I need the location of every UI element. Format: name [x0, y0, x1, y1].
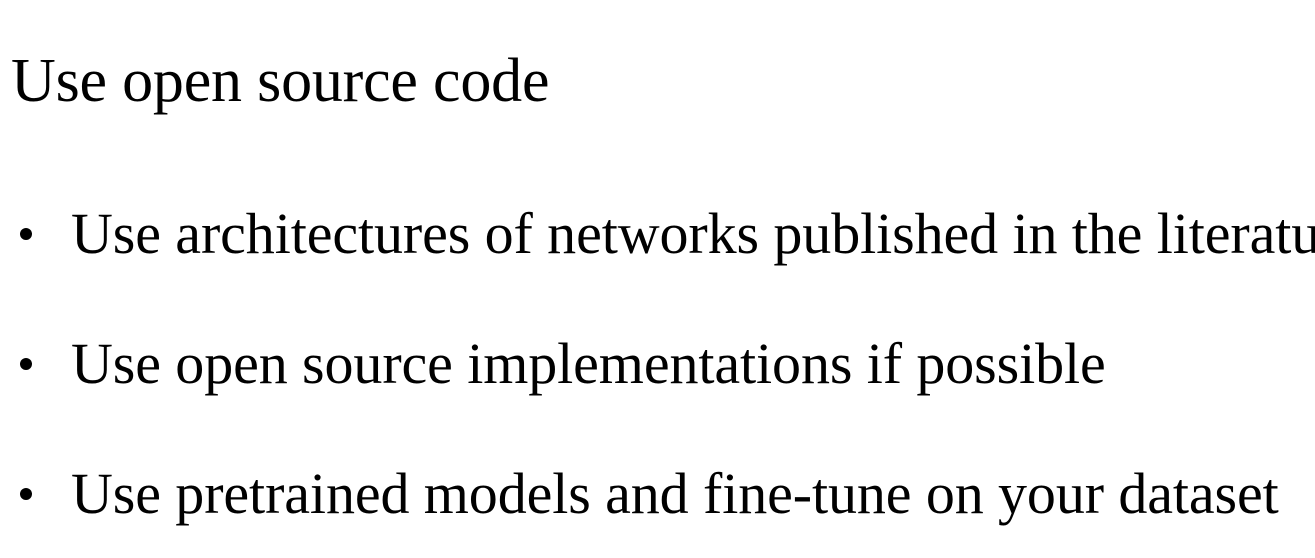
list-item: Use open source implementations if possi…: [0, 328, 1315, 458]
list-item: Use architectures of networks published …: [0, 198, 1315, 328]
bullet-dot-icon: [20, 358, 32, 370]
bullet-dot-icon: [20, 228, 32, 240]
bullet-text: Use pretrained models and fine-tune on y…: [71, 461, 1279, 526]
bullet-list: Use architectures of networks published …: [0, 198, 1315, 558]
list-item: Use pretrained models and fine-tune on y…: [0, 458, 1315, 558]
bullet-text: Use architectures of networks published …: [71, 201, 1315, 266]
bullet-dot-icon: [20, 488, 32, 500]
slide-title: Use open source code: [11, 46, 550, 115]
bullet-text: Use open source implementations if possi…: [71, 331, 1106, 396]
